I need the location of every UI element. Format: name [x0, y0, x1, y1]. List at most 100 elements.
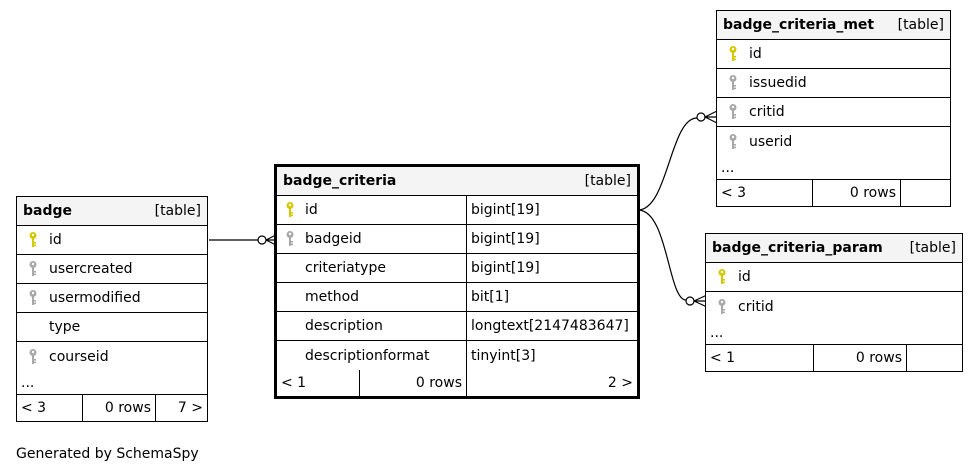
table-badge-criteria-met[interactable]: badge_criteria_met [table] id issuedid cri… — [716, 10, 951, 207]
column-row-id[interactable]: id bigint[19] — [277, 196, 637, 225]
table-footer: < 3 0 rows — [717, 180, 950, 206]
column-name-cell: id — [277, 196, 466, 224]
foreign-key-icon — [23, 260, 43, 278]
column-type: bigint[19] — [466, 254, 637, 282]
table-name: badge_criteria_met — [723, 17, 875, 33]
relationship-criteria-param — [637, 209, 687, 301]
children-link[interactable]: 2 > — [607, 375, 633, 391]
column-name: userid — [749, 133, 793, 150]
column-name-cell: usercreated — [17, 255, 133, 283]
children-link[interactable]: 7 > — [177, 400, 203, 416]
column-name-cell: descriptionformat — [277, 341, 466, 370]
column-row-method[interactable]: method bit[1] — [277, 283, 637, 312]
foreign-key-icon — [283, 230, 297, 248]
row-count: 0 rows — [814, 345, 907, 371]
column-name: badgeid — [305, 231, 362, 247]
column-type: tinyint[3] — [466, 341, 637, 370]
primary-key-icon — [723, 45, 743, 63]
table-name: badge — [23, 203, 73, 219]
column-type: bigint[19] — [466, 196, 637, 224]
foreign-key-icon — [712, 298, 732, 316]
table-header: badge_criteria_met [table] — [717, 11, 950, 40]
table-kind: [table] — [154, 203, 201, 219]
column-row-critid[interactable]: critid — [717, 98, 950, 127]
relationship-criteria-met — [637, 117, 698, 211]
column-row-usermodified[interactable]: usermodified — [17, 284, 207, 313]
table-name: badge_criteria — [283, 173, 397, 189]
children-link[interactable] — [901, 180, 950, 206]
primary-key-icon — [283, 201, 297, 219]
table-footer: < 1 0 rows 2 > — [277, 370, 637, 396]
foreign-key-icon — [23, 289, 43, 307]
column-name: courseid — [49, 348, 109, 365]
more-columns: ... — [717, 156, 950, 180]
column-type: longtext[2147483647] — [466, 312, 637, 340]
column-row-descriptionformat[interactable]: descriptionformat tinyint[3] — [277, 341, 637, 370]
column-name-cell: type — [17, 313, 80, 341]
foreign-key-icon — [723, 103, 743, 121]
column-row-id[interactable]: id — [17, 226, 207, 255]
column-row-critid[interactable]: critid — [706, 292, 962, 321]
column-row-criteriatype[interactable]: criteriatype bigint[19] — [277, 254, 637, 283]
column-row-courseid[interactable]: courseid — [17, 342, 207, 371]
column-list: id critid — [706, 263, 962, 321]
column-name: issuedid — [749, 75, 807, 91]
column-row-id[interactable]: id — [717, 40, 950, 69]
column-name-cell: method — [277, 283, 466, 311]
column-name-cell: id — [17, 226, 62, 254]
table-header: badge_criteria [table] — [277, 167, 637, 196]
table-footer: < 3 0 rows 7 > — [17, 395, 207, 421]
column-name: usermodified — [49, 290, 141, 306]
column-list: id issuedid critid userid — [717, 40, 950, 156]
table-kind: [table] — [897, 17, 944, 33]
parents-link[interactable]: < 3 — [717, 180, 813, 206]
table-kind: [table] — [909, 240, 956, 256]
table-header: badge_criteria_param [table] — [706, 234, 962, 263]
children-link[interactable] — [907, 345, 962, 371]
column-name-cell: userid — [717, 127, 792, 156]
column-name: critid — [738, 298, 774, 315]
parents-link[interactable]: < 3 — [17, 395, 83, 421]
column-name-cell: description — [277, 312, 466, 340]
column-row-type[interactable]: type — [17, 313, 207, 342]
column-row-userid[interactable]: userid — [717, 127, 950, 156]
relationship-optional-marker — [696, 112, 706, 122]
column-row-badgeid[interactable]: badgeid bigint[19] — [277, 225, 637, 254]
column-name: id — [738, 269, 751, 285]
column-type: bit[1] — [466, 283, 637, 311]
primary-key-icon — [712, 268, 732, 286]
column-name-cell: criteriatype — [277, 254, 466, 282]
column-name-cell: courseid — [17, 342, 109, 371]
row-count: 0 rows — [360, 370, 467, 396]
column-name: id — [305, 202, 318, 218]
column-row-id[interactable]: id — [706, 263, 962, 292]
more-columns: ... — [17, 371, 207, 395]
column-name: method — [305, 289, 360, 305]
foreign-key-icon — [723, 74, 743, 92]
foreign-key-icon — [23, 348, 43, 366]
column-name-cell: usermodified — [17, 284, 141, 312]
parents-link[interactable]: < 1 — [706, 345, 814, 371]
column-name-cell: critid — [706, 292, 774, 321]
column-row-usercreated[interactable]: usercreated — [17, 255, 207, 284]
relationship-optional-marker — [685, 296, 695, 306]
column-name-cell: badgeid — [277, 225, 466, 253]
parents-link[interactable]: < 1 — [277, 370, 360, 396]
column-name: descriptionformat — [305, 347, 430, 364]
row-count: 0 rows — [83, 395, 156, 421]
generated-by-note: Generated by SchemaSpy — [16, 446, 199, 462]
column-name-cell: issuedid — [717, 69, 807, 97]
column-name: criteriatype — [305, 260, 386, 276]
table-kind: [table] — [584, 173, 631, 189]
column-type: bigint[19] — [466, 225, 637, 253]
table-footer: < 1 0 rows — [706, 345, 962, 371]
column-row-issuedid[interactable]: issuedid — [717, 69, 950, 98]
table-header: badge [table] — [17, 197, 207, 226]
row-count: 0 rows — [813, 180, 901, 206]
